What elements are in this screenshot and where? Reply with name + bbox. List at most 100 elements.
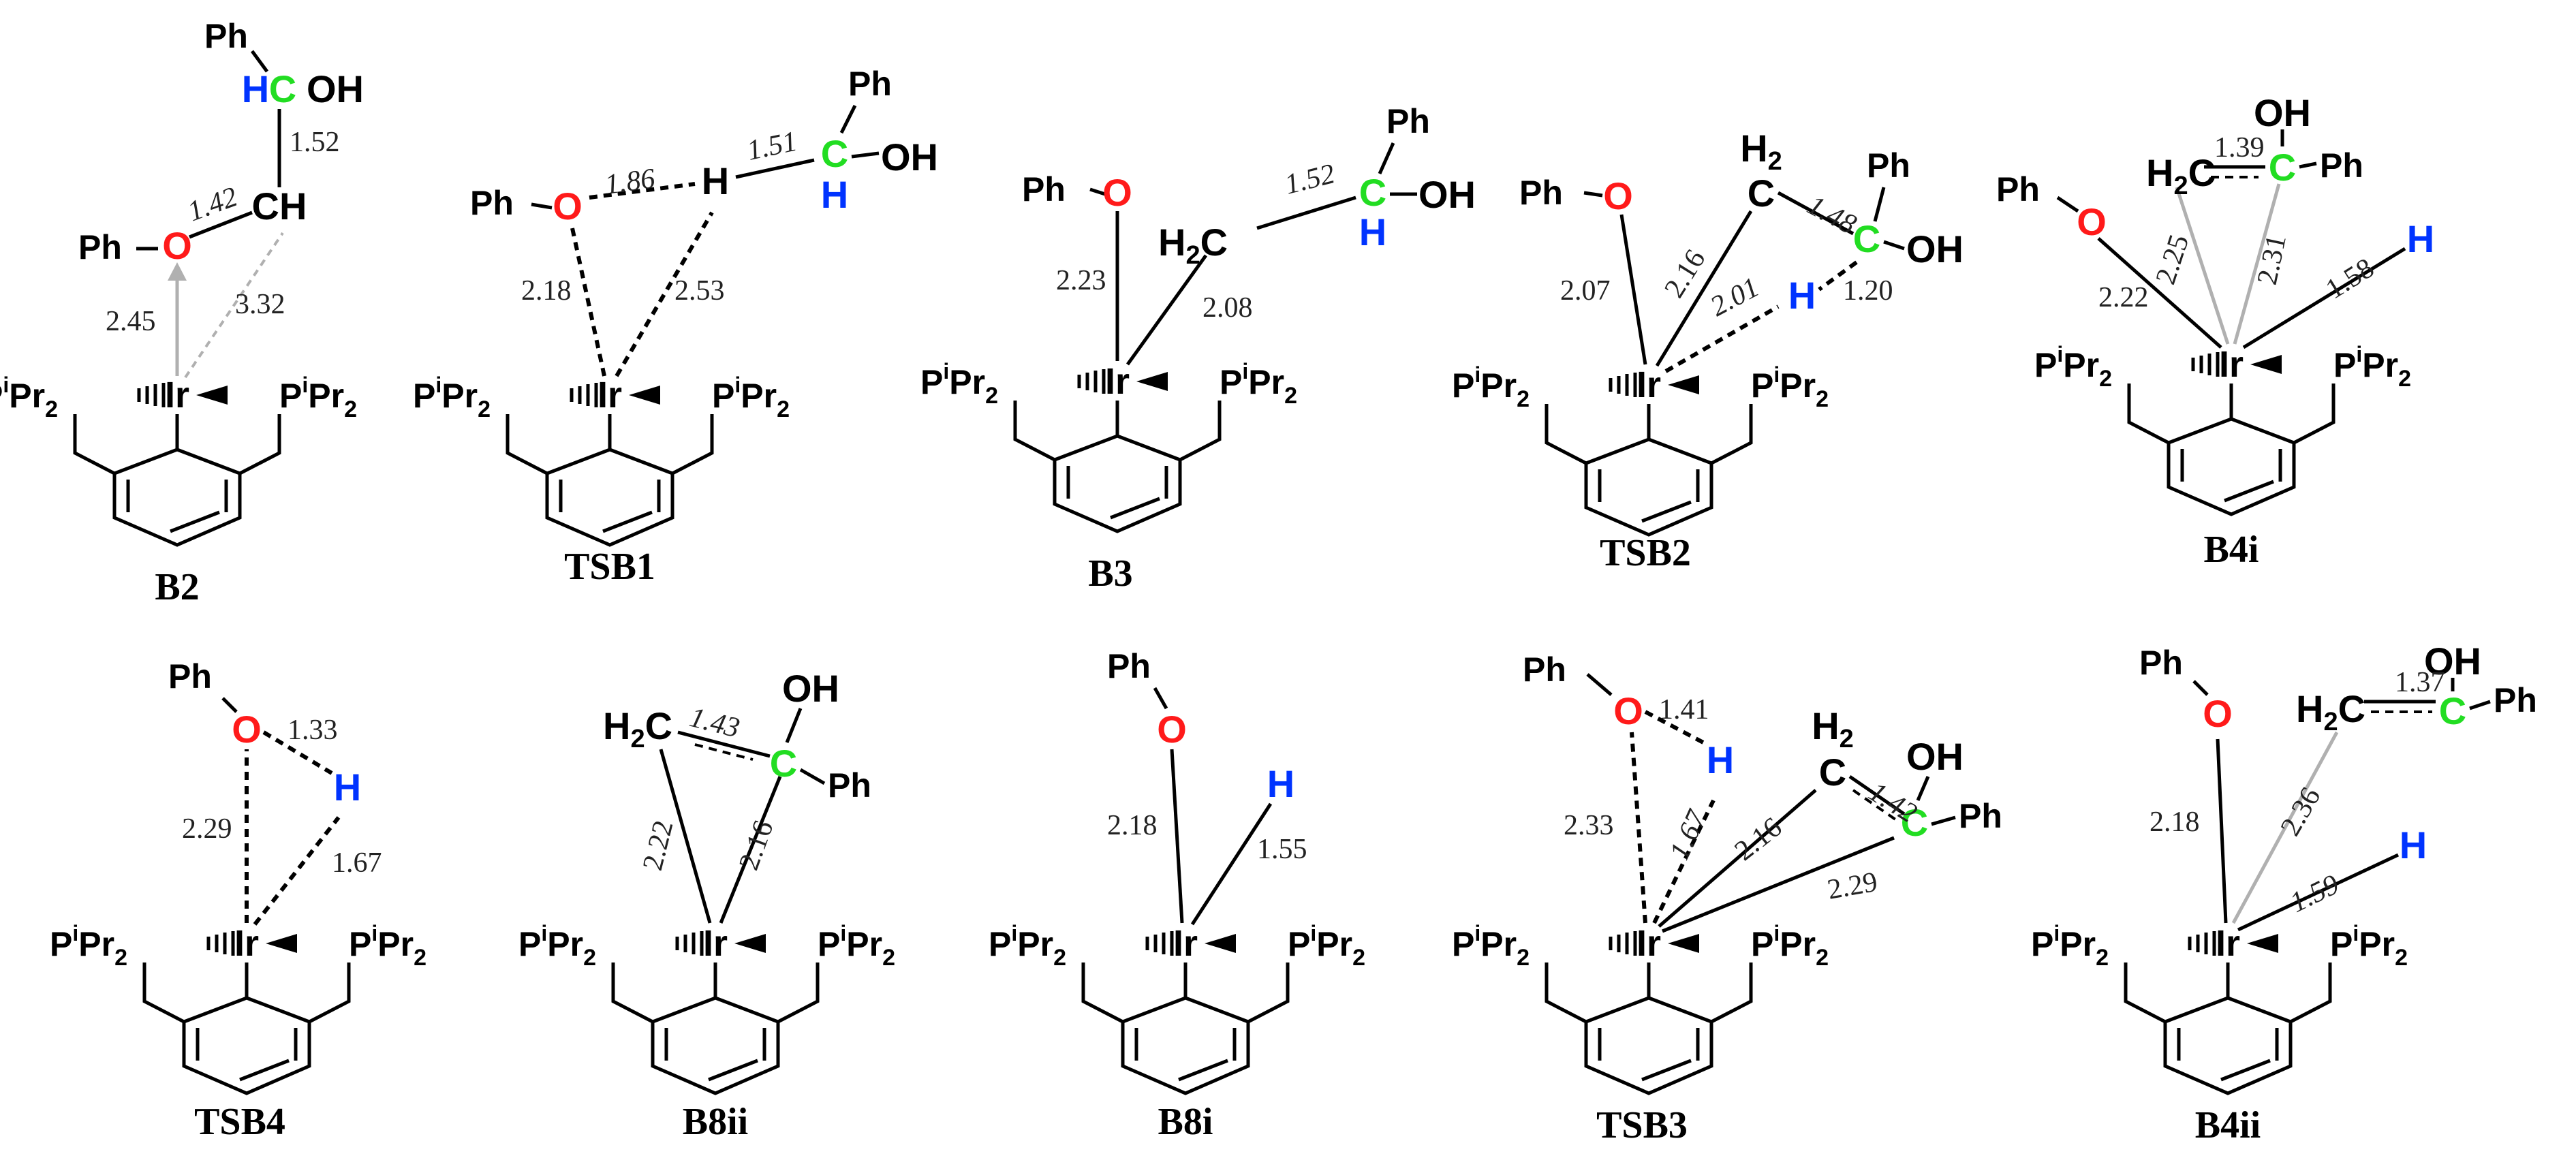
- bond-distance: 2.18: [2150, 807, 2200, 838]
- bond-distance: 2.01: [1705, 272, 1764, 323]
- hydroxyl-group: OH: [1906, 735, 1964, 778]
- phenyl-label: Ph: [1867, 146, 1910, 185]
- ir-atom: Ir: [2219, 344, 2244, 385]
- structure-tsb2: Ir PiPr2 PiPr2 Ph O H2 C C OH Ph H 1.48 …: [1452, 127, 1964, 574]
- bond-distance: 2.18: [1107, 810, 1158, 841]
- bond-distance: 2.33: [1564, 810, 1614, 841]
- bond-distance: 2.08: [1202, 292, 1253, 324]
- hydrogen-atom: H: [1707, 738, 1734, 781]
- hydrogen-atom: H: [242, 67, 269, 110]
- hydrogen-atom: H: [2407, 217, 2434, 260]
- bond-distance: 1.58: [2321, 253, 2380, 306]
- oxygen-atom: O: [1603, 174, 1633, 217]
- ir-atom: Ir: [234, 923, 259, 964]
- p-left-ligand: PiPr2: [2031, 921, 2109, 971]
- bond-distance: 1.67: [332, 847, 382, 879]
- structure-b2: Ir PiPr2 PiPr2 Ph O CH H C OH Ph 1.52 1.…: [0, 17, 364, 608]
- h2c-group: H2C: [2146, 151, 2216, 200]
- phenyl-label: Ph: [78, 228, 122, 266]
- carbon-highlight-atom: C: [269, 67, 296, 110]
- oxygen-atom: O: [2077, 200, 2107, 243]
- bond-distance: 1.55: [1257, 834, 1307, 865]
- bond-distance: 3.32: [235, 289, 285, 320]
- h2-label: H2: [1740, 127, 1782, 176]
- structure-label: B8ii: [683, 1101, 748, 1143]
- p-right-ligand: PiPr2: [818, 921, 895, 971]
- phenyl-label: Ph: [1996, 170, 2040, 208]
- hydrogen-atom: H: [1788, 274, 1816, 317]
- p-left-ligand: PiPr2: [989, 921, 1066, 971]
- oxygen-atom: O: [232, 708, 262, 751]
- carbon-highlight-atom: C: [2269, 146, 2296, 189]
- oxygen-atom: O: [1102, 171, 1132, 214]
- bond-distance: 2.29: [1825, 866, 1880, 906]
- structure-label: TSB2: [1600, 532, 1691, 574]
- ch-group: CH: [252, 185, 307, 228]
- structure-label: B4ii: [2195, 1104, 2261, 1146]
- ir-atom: Ir: [598, 375, 622, 416]
- hydrogen-atom: H: [334, 766, 361, 809]
- structure-label: B4i: [2204, 529, 2259, 571]
- structure-label: TSB1: [564, 546, 655, 588]
- bond-distance: 2.31: [2252, 232, 2293, 287]
- structure-label: TSB4: [194, 1101, 285, 1143]
- ir-atom: Ir: [1636, 364, 1661, 405]
- carbon-highlight-atom: C: [1901, 801, 1928, 844]
- phenyl-label: Ph: [848, 65, 892, 103]
- carbon-highlight-atom: C: [1853, 217, 1880, 260]
- bond-distance: 1.86: [603, 163, 657, 201]
- bond-distance: 1.52: [1282, 158, 1337, 200]
- bond-distance: 2.07: [1560, 275, 1611, 307]
- p-left-ligand: PiPr2: [920, 359, 998, 409]
- hydroxyl-group: OH: [1906, 228, 1964, 270]
- hydroxyl-group: OH: [1418, 173, 1476, 216]
- oxygen-atom: O: [553, 185, 583, 228]
- phenyl-label: Ph: [2139, 644, 2183, 682]
- p-right-ligand: PiPr2: [349, 921, 426, 971]
- bond-distance: 2.16: [1658, 245, 1711, 304]
- oxygen-atom: O: [1613, 689, 1643, 732]
- phenyl-label: Ph: [168, 657, 212, 695]
- hydroxyl-group: OH: [2424, 640, 2481, 683]
- carbon-highlight-atom: C: [770, 742, 797, 785]
- carbon-highlight-atom: C: [1359, 171, 1386, 214]
- ir-atom: Ir: [1636, 923, 1661, 964]
- phenyl-label: Ph: [1386, 102, 1430, 140]
- hydrogen-atom: H: [2400, 824, 2427, 866]
- bond-distance: 2.29: [182, 813, 232, 845]
- p-left-ligand: PiPr2: [2034, 342, 2112, 392]
- bond-distance: 2.16: [733, 817, 779, 875]
- bond-distance: 1.20: [1843, 275, 1893, 307]
- carbon-highlight-atom: C: [2439, 689, 2466, 732]
- h2-label: H2: [1812, 704, 1854, 753]
- h2c-group: H2C: [1158, 221, 1228, 270]
- bond-distance: 1.59: [2285, 868, 2344, 919]
- h2c-group: H2C: [603, 704, 672, 753]
- structure-label: B2: [155, 566, 199, 608]
- phenyl-label: Ph: [828, 766, 871, 804]
- ir-atom: Ir: [165, 375, 189, 416]
- structure-label: TSB3: [1596, 1104, 1688, 1146]
- structure-b3: Ir PiPr2 PiPr2 Ph O H2C C H OH Ph 1.52 2…: [920, 102, 1476, 595]
- structure-b4i: Ir PiPr2 PiPr2 Ph O H2C C OH Ph H 1.39 2…: [1996, 91, 2434, 571]
- hydroxyl-group: OH: [881, 136, 938, 178]
- p-left-ligand: PiPr2: [0, 373, 58, 422]
- bond-distance: 2.22: [637, 817, 679, 873]
- oxygen-atom: O: [1157, 708, 1187, 751]
- p-right-ligand: PiPr2: [2333, 342, 2411, 392]
- bond-distance: 1.33: [288, 715, 338, 746]
- bond-distance: 1.37: [2395, 667, 2445, 698]
- structure-tsb3: Ir PiPr2 PiPr2 Ph O H H2 C C OH Ph 1.41 …: [1452, 651, 2002, 1146]
- hydrogen-atom: H: [1359, 210, 1386, 253]
- p-right-ligand: PiPr2: [1751, 362, 1829, 412]
- structure-label: B8i: [1158, 1101, 1213, 1143]
- phenyl-label: Ph: [1022, 170, 1066, 208]
- oxygen-atom: O: [162, 224, 192, 267]
- phenyl-label: Ph: [1107, 647, 1151, 685]
- structure-tsb1: Ir PiPr2 PiPr2 Ph O H C H OH Ph 1.86 1.5…: [413, 65, 938, 588]
- bond-distance: 2.53: [674, 275, 725, 307]
- ir-atom: Ir: [2216, 923, 2240, 964]
- p-right-ligand: PiPr2: [712, 373, 790, 422]
- phenyl-label: Ph: [2494, 681, 2537, 719]
